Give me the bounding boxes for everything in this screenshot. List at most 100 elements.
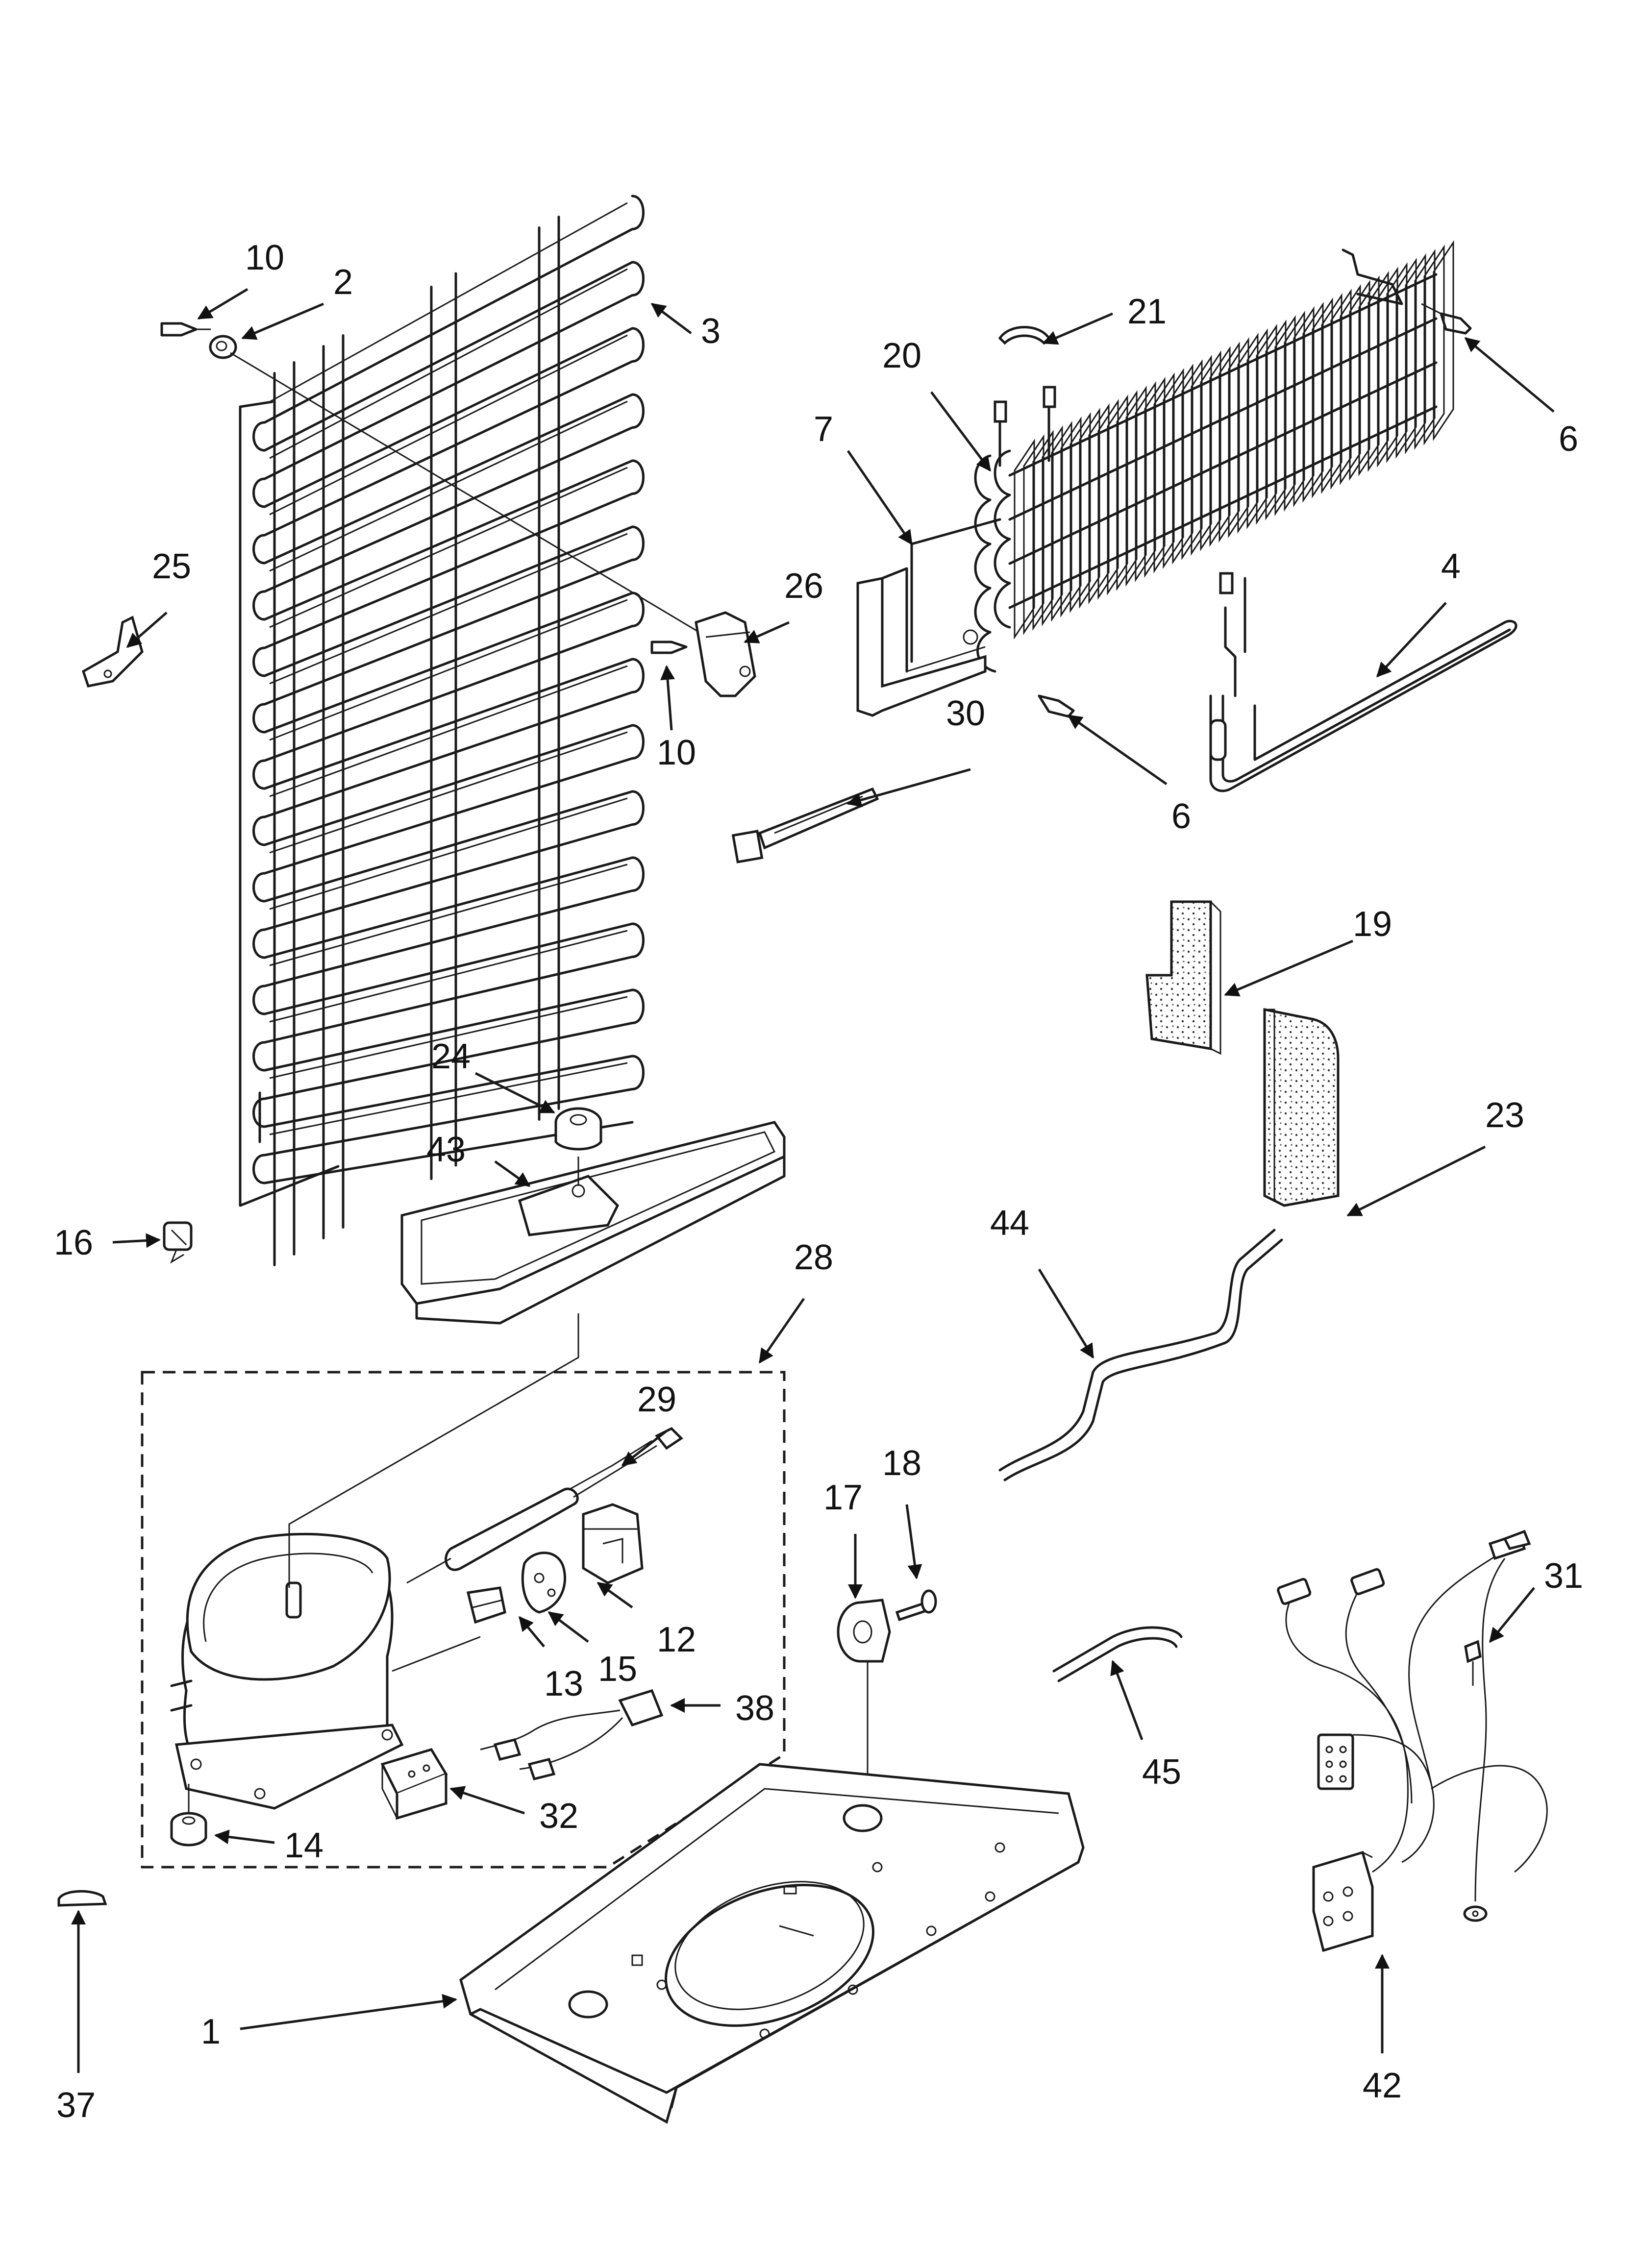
callout-7: 7 [814,410,833,449]
evaporator-drain-trough [856,518,1001,717]
callout-24: 24 [431,1037,471,1076]
evaporator-fin [1032,430,1054,631]
foam-block-23 [1263,1008,1340,1207]
callout-44: 44 [990,1204,1029,1243]
screw-and-grommet [160,322,716,643]
roller-assembly [837,1599,891,1803]
callout-labels: 10 2 3 25 26 10 30 6 7 20 21 6 4 19 23 2… [54,238,1583,2125]
defrost-heater [1209,572,1517,792]
evaporator-fin [1414,249,1436,450]
evaporator-fin [1144,377,1166,578]
drain-tube-45 [1052,1626,1183,1682]
evaporator-fin [1395,258,1417,459]
evaporator-fin [1340,284,1361,485]
callout-30: 30 [946,694,985,733]
drain-pan [288,1121,786,1593]
evaporator-fin [1200,350,1221,551]
evaporator-fin [1423,245,1445,445]
evaporator-fin [1153,372,1175,573]
callout-15: 15 [598,1650,637,1689]
machine-base-pan [459,1763,1085,2124]
evaporator-fin [1237,333,1259,534]
evaporator-fin [1079,408,1100,609]
callout-32: 32 [539,1797,578,1836]
evaporator-fin [1023,434,1044,635]
drain-tube-44 [998,1229,1283,1481]
evaporator-fin [1181,359,1203,560]
compressor-assembly-outline [141,1371,786,1869]
roller-pin [895,1589,937,1622]
ground-screw [1464,1640,1482,1686]
callout-21: 21 [1127,292,1167,331]
callout-28: 28 [794,1238,833,1277]
callout-17: 17 [823,1478,863,1517]
callout-43: 43 [426,1130,466,1169]
evaporator-fin [1433,240,1454,441]
callout-3: 3 [701,312,721,351]
callout-29: 29 [637,1380,676,1419]
callout-13: 13 [544,1664,583,1703]
heater-clip [998,326,1051,345]
evaporator-fin [1135,381,1156,582]
evaporator-fin [1125,386,1147,587]
hole-plug [57,1890,107,1907]
callout-37: 37 [56,2086,96,2125]
callout-42: 42 [1363,2066,1402,2105]
compressor-wire-harness [480,1689,664,1780]
callout-23: 23 [1485,1096,1524,1135]
main-wire-harness [1277,1529,1548,1952]
evaporator-fin [1246,328,1268,529]
evaporator-tube [1008,361,1438,565]
evaporator-fin [1256,324,1277,525]
evaporator-fin [1069,412,1091,613]
callout-45: 45 [1142,1752,1181,1792]
evaporator-fin [1368,271,1389,472]
condenser-clip [81,616,144,688]
callout-18: 18 [882,1444,921,1483]
terminal-cover [466,1586,506,1624]
evaporator-fin [1284,311,1305,512]
evaporator-fin [1349,280,1370,481]
evaporator-tube [1008,405,1438,609]
evaporator-fin [1191,355,1212,556]
evaporator-fin [1330,289,1352,490]
evaporator-tube [1008,317,1438,521]
evaporator-fin [1163,368,1184,569]
condenser-coil [239,195,645,1266]
callout-14: 14 [284,1826,323,1865]
evaporator-fin [1386,262,1408,463]
leader-lines [71,288,1555,2073]
evaporator-fin [1228,337,1249,538]
evaporator-fin [1312,297,1333,498]
run-capacitor [380,1748,448,1820]
callout-10b: 10 [657,733,696,772]
callout-12: 12 [657,1620,696,1659]
compressor [170,1524,481,1810]
callout-31: 31 [1544,1556,1583,1596]
callout-25: 25 [152,547,191,586]
evaporator-fin [1377,267,1398,468]
callout-4: 4 [1441,547,1461,586]
callout-6b: 6 [1171,797,1191,836]
evaporator-fin [1051,421,1072,622]
callout-2: 2 [333,263,353,302]
compressor-grommet [170,1784,207,1847]
evaporator-fin [1274,315,1296,516]
evaporator-fin [1265,320,1287,520]
callout-20: 20 [882,336,921,375]
evaporator-tube [1008,273,1438,477]
evaporator-screw-top [1421,303,1472,335]
evaporator-fin [1116,390,1138,591]
evaporator-fin [1209,346,1231,547]
callout-16: 16 [54,1223,93,1262]
evaporator-fin [1014,439,1035,640]
foam-block-19 [1145,900,1221,1055]
evaporator-fin [1097,399,1119,600]
mounting-bracket [650,611,756,697]
evaporator-fin [1060,417,1082,617]
callout-19: 19 [1353,905,1392,944]
evaporator-fin [1172,364,1193,565]
callout-6a: 6 [1559,419,1578,459]
callout-38: 38 [735,1689,774,1728]
